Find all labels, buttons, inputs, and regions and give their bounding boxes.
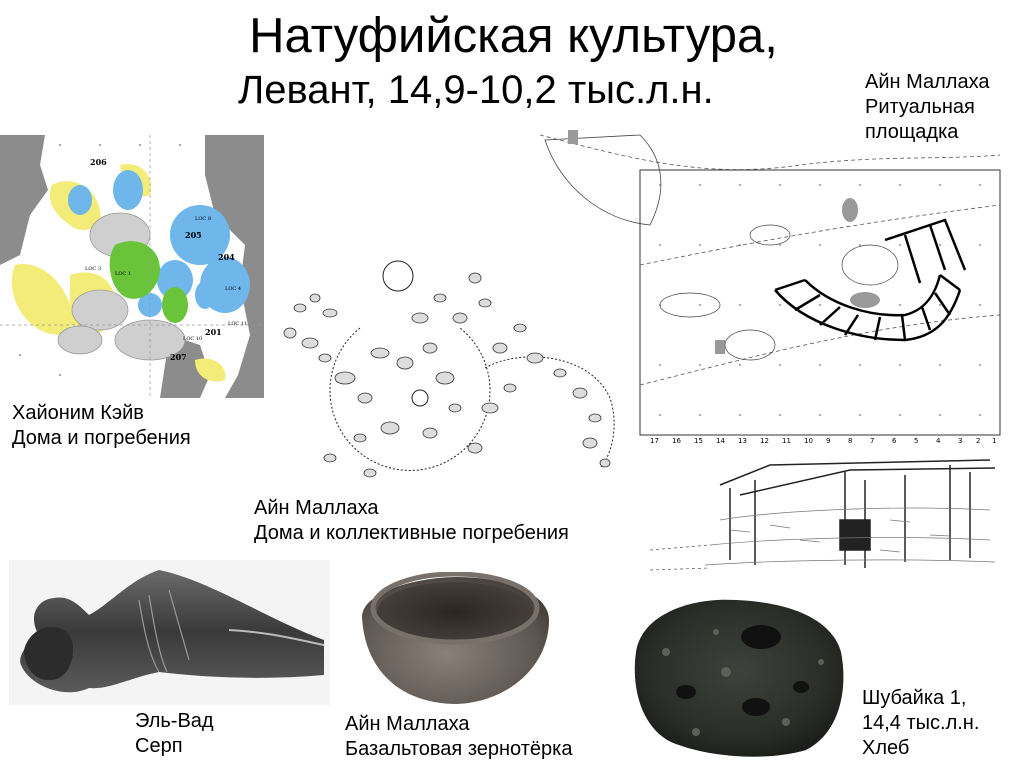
grid-number: 4: [936, 437, 941, 445]
caption-line: Дома и коллективные погребения: [254, 522, 569, 544]
caption-line: Шубайка 1,: [862, 687, 967, 709]
el-wad-caption: Эль-Вад Серп: [135, 709, 214, 759]
plan-label: 201: [205, 327, 222, 337]
grid-number: 12: [760, 437, 769, 445]
grid-number: 13: [738, 437, 747, 445]
shubayqa-bread-photo: [634, 599, 844, 757]
grid-number: 14: [716, 437, 725, 445]
shubayqa-caption: Шубайка 1, 14,4 тыс.л.н. Хлеб: [862, 686, 979, 761]
caption-line: Базальтовая зернотёрка: [345, 738, 573, 760]
caption-line: Айн Маллаха: [865, 71, 990, 93]
quern-caption: Айн Маллаха Базальтовая зернотёрка: [345, 712, 572, 762]
caption-line: Айн Маллаха: [254, 497, 379, 519]
caption-line: Айн Маллаха: [345, 713, 470, 735]
plan-label: 206: [90, 157, 107, 167]
grid-number: 15: [694, 437, 703, 445]
mallaha-houses-caption: Айн Маллаха Дома и коллективные погребен…: [254, 496, 569, 546]
caption-line: Ритуальная: [865, 96, 975, 118]
caption-line: площадка: [865, 121, 959, 143]
plan-label: LOC 4: [225, 286, 241, 292]
grid-number: 1: [992, 437, 996, 445]
hayonim-caption: Хайоним Кэйв Дома и погребения: [12, 401, 191, 451]
grid-number: 10: [804, 437, 813, 445]
caption-line: Эль-Вад: [135, 710, 214, 732]
grid-number: 7: [870, 437, 874, 445]
caption-line: Серп: [135, 735, 183, 757]
mallaha-ritual-caption: Айн Маллаха Ритуальная площадка: [865, 70, 989, 145]
grid-number: 8: [848, 437, 852, 445]
slide-subtitle: Левант, 14,9-10,2 тыс.л.н.: [238, 68, 714, 112]
plan-label: 205: [185, 230, 202, 240]
grid-number: 2: [976, 437, 980, 445]
grid-number: 11: [782, 437, 791, 445]
mallaha-ritual-plan: 17 16 15 14 13 12 11 10 9 8 7 6 5 4 3 2 …: [540, 130, 1001, 445]
plan-label: 207: [170, 352, 187, 362]
plan-label: LOC 8: [195, 216, 211, 222]
plan-label: LOC 11: [228, 321, 247, 327]
mallaha-houses-plan: [283, 260, 615, 478]
caption-line: Дома и погребения: [12, 427, 191, 449]
slide-title: Натуфийская культура,: [249, 9, 778, 63]
caption-line: Хлеб: [862, 737, 910, 759]
plan-label: LOC 10: [183, 336, 202, 342]
grid-number: 3: [958, 437, 962, 445]
grid-number: 5: [914, 437, 918, 445]
shelter-reconstruction-drawing: [650, 459, 996, 571]
basalt-quern-photo: [362, 572, 549, 704]
caption-line: 14,4 тыс.л.н.: [862, 712, 980, 734]
grid-number: 9: [826, 437, 830, 445]
hayonim-cave-plan: 206 205 204 201 207 LOC 1 LOC 3 LOC 4 LO…: [0, 135, 264, 398]
plan-label: LOC 1: [115, 271, 131, 277]
plan-label: LOC 3: [85, 266, 101, 272]
grid-number: 17: [650, 437, 659, 445]
grid-number: 6: [892, 437, 897, 445]
caption-line: Хайоним Кэйв: [12, 402, 144, 424]
el-wad-sickle-photo: [9, 560, 330, 705]
grid-number: 16: [672, 437, 681, 445]
plan-label: 204: [218, 252, 235, 262]
